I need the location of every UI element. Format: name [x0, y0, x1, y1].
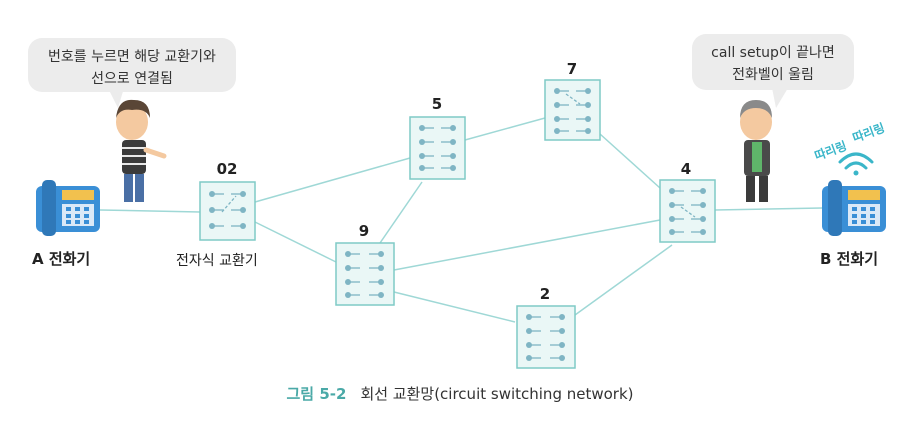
link-2-4 [574, 244, 673, 316]
switch-node-02 [199, 181, 256, 241]
link-4-b [714, 207, 823, 211]
phone-a-icon [36, 180, 100, 236]
bubble-caller-line2: 선으로 연결됨 [91, 71, 173, 87]
link-5-7 [464, 117, 546, 141]
link-5-9 [379, 181, 423, 244]
link-02-9 [254, 221, 337, 263]
signal-icon [838, 152, 874, 176]
caller-person-icon [116, 99, 167, 202]
switch-node-4 [659, 179, 716, 243]
receiver-person-icon [740, 100, 772, 202]
node-label-2: 2 [539, 285, 551, 303]
switch-node-9 [335, 242, 395, 306]
figure-title: 회선 교환망(circuit switching network) [360, 385, 634, 403]
node-label-02: 02 [216, 160, 238, 178]
node-label-7: 7 [566, 60, 578, 78]
link-9-4 [393, 219, 661, 271]
bubble-b-tail [772, 88, 788, 108]
bubble-receiver: call setup이 끝나면 전화벨이 울림 [692, 34, 854, 90]
link-a-02 [99, 209, 201, 213]
bubble-caller-line1: 번호를 누르면 해당 교환기와 [48, 49, 216, 65]
bubble-receiver-line2: 전화벨이 울림 [732, 67, 814, 83]
node-label-5: 5 [431, 95, 443, 113]
switch-node-5 [409, 116, 466, 180]
exchange-label: 전자식 교환기 [176, 253, 258, 269]
node-label-9: 9 [358, 222, 370, 240]
node-label-4: 4 [680, 160, 692, 178]
phone-b-label: B 전화기 [820, 250, 879, 268]
bubble-receiver-line1: call setup이 끝나면 [711, 45, 835, 61]
switch-node-2 [516, 305, 576, 369]
bubble-a-tail [108, 88, 124, 108]
link-02-5 [254, 157, 411, 203]
link-7-4 [599, 133, 661, 189]
connection-lines [99, 117, 823, 323]
figure-number: 그림 5-2 [286, 385, 347, 403]
phone-a-label: A 전화기 [32, 250, 91, 268]
bubble-caller: 번호를 누르면 해당 교환기와 선으로 연결됨 [28, 38, 236, 92]
figure-caption: 그림 5-2 회선 교환망(circuit switching network) [0, 383, 920, 404]
phone-b-icon [822, 180, 886, 236]
link-9-2 [393, 291, 516, 323]
switch-node-7 [544, 79, 601, 141]
